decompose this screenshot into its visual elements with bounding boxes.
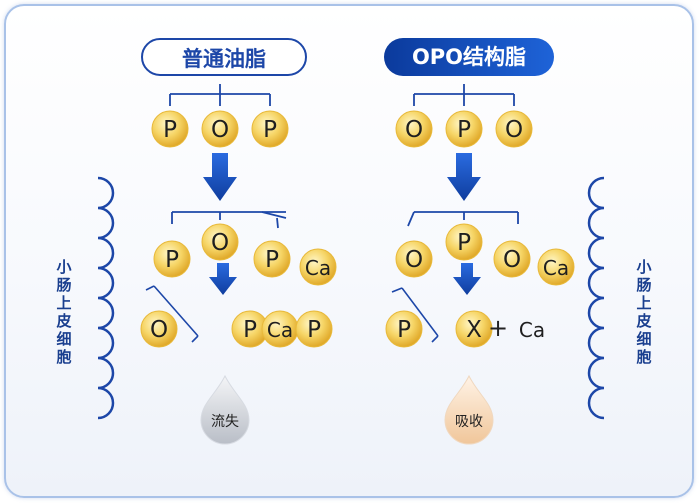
molecule-label: P: [243, 317, 257, 343]
molecule-left-bottom-3: P: [295, 310, 333, 348]
molecule-label: P: [265, 247, 279, 273]
molecule-left-top-2: P: [251, 110, 289, 148]
molecule-right-mid-3: Ca: [537, 248, 575, 286]
regular-oil-title: 普通油脂: [141, 38, 307, 76]
molecule-left-mid-0: P: [153, 240, 191, 278]
molecule-label: O: [405, 247, 423, 273]
intestinal-membrane-right: [587, 176, 605, 420]
loss-droplet: [200, 374, 250, 445]
molecule-label: P: [163, 117, 177, 143]
molecule-label: Ca: [305, 256, 331, 280]
intestinal-epithelium-label-right: 小肠上皮细胞: [636, 258, 652, 366]
left-small-arrow: [209, 263, 237, 295]
molecule-label: P: [457, 230, 471, 256]
molecule-label: O: [211, 230, 229, 256]
left-down-arrow: [203, 153, 237, 201]
molecule-label: P: [307, 317, 321, 343]
intestinal-membrane-left: [97, 176, 115, 420]
right-broken-bond: [391, 287, 439, 343]
molecule-label: O: [503, 247, 521, 273]
right-mid-bracket: [407, 211, 519, 227]
molecule-right-mid-0: O: [395, 240, 433, 278]
molecule-label: P: [397, 317, 411, 343]
molecule-right-bottom-2: Ca: [519, 318, 545, 342]
molecule-label: O: [211, 117, 229, 143]
molecule-right-mid-2: O: [493, 240, 531, 278]
molecule-right-top-0: O: [395, 110, 433, 148]
molecule-right-top-1: P: [445, 110, 483, 148]
intestinal-epithelium-label-left: 小肠上皮细胞: [56, 258, 72, 366]
molecule-left-mid-1: O: [201, 223, 239, 261]
molecule-right-top-2: O: [495, 110, 533, 148]
molecule-left-mid-3: Ca: [299, 248, 337, 286]
molecule-left-top-1: O: [201, 110, 239, 148]
left-mid-bracket: [171, 211, 287, 229]
left-top-bracket: [169, 84, 271, 106]
molecule-left-bottom-2: Ca: [261, 310, 299, 348]
molecule-label: P: [165, 247, 179, 273]
opo-structured-lipid-title: OPO结构脂: [384, 38, 554, 76]
molecule-label: Ca: [267, 318, 293, 342]
molecule-label: Ca: [543, 256, 569, 280]
plus-sign: +: [488, 314, 508, 342]
right-small-arrow: [453, 263, 481, 295]
absorb-droplet: [444, 374, 494, 445]
molecule-label: P: [263, 117, 277, 143]
molecule-right-bottom-1: X: [455, 310, 493, 348]
molecule-left-bottom-1: P: [231, 310, 269, 348]
molecule-label: O: [405, 117, 423, 143]
molecule-label: X: [466, 317, 482, 343]
diagram-frame: 普通油脂 OPO结构脂: [4, 4, 694, 498]
molecule-label: P: [457, 117, 471, 143]
right-top-bracket: [413, 84, 515, 106]
molecule-left-top-0: P: [151, 110, 189, 148]
molecule-label: O: [150, 317, 168, 343]
molecule-left-mid-2: P: [253, 240, 291, 278]
loss-label: 流失: [211, 414, 239, 430]
molecule-label: Ca: [519, 318, 545, 342]
right-down-arrow: [447, 153, 481, 201]
molecule-right-mid-1: P: [445, 223, 483, 261]
absorb-label: 吸收: [455, 414, 483, 430]
molecule-label: O: [505, 117, 523, 143]
molecule-left-bottom-0: O: [140, 310, 178, 348]
molecule-right-bottom-0: P: [385, 310, 423, 348]
left-broken-bond: [145, 285, 199, 343]
